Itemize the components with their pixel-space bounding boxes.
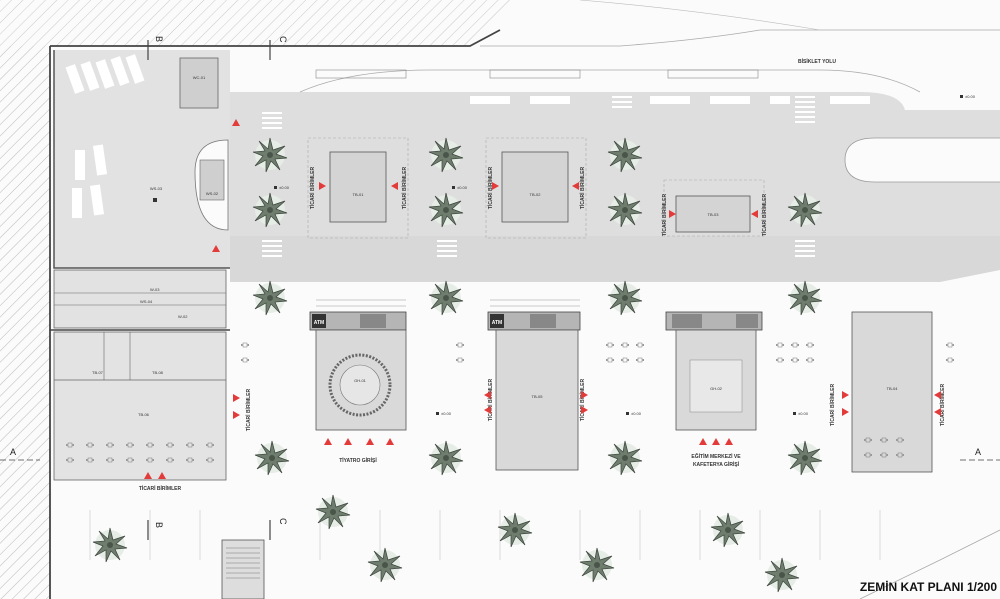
section-label-a-right: A: [975, 447, 981, 457]
wc-row: [53, 269, 227, 329]
svg-text:TİCARİ BİRİMLER: TİCARİ BİRİMLER: [579, 167, 586, 210]
pavilion-2: TB-02 TİCARİ BİRİMLER TİCARİ BİRİMLER: [485, 137, 587, 239]
section-label-c-top: C: [278, 36, 288, 43]
crosswalk-6: [795, 240, 815, 257]
svg-text:TB-01: TB-01: [353, 192, 365, 197]
level-markers: ±0.00 ±0.00 ±0.00 ±0.00 ±0.00 ±0.00: [274, 94, 976, 416]
crosswalk-1: [262, 112, 282, 129]
road-loop: [844, 137, 1000, 183]
section-line-c: C C: [269, 36, 288, 540]
svg-text:TİCARİ BİRİMLER: TİCARİ BİRİMLER: [661, 194, 668, 237]
room-ws-top: WS-03: [150, 186, 163, 191]
core-block-1: ATM: [309, 311, 407, 331]
room-tb08: TB-08: [152, 370, 164, 375]
crosswalk-4: [612, 96, 632, 108]
parking-stalls: [65, 54, 145, 218]
room-ws04: WS-04: [140, 299, 153, 304]
section-line-b: B B: [147, 36, 164, 540]
svg-text:TİCARİ BİRİMLER: TİCARİ BİRİMLER: [939, 384, 946, 427]
core-block-2: ATM: [487, 311, 581, 331]
svg-text:±0.00: ±0.00: [631, 411, 642, 416]
core-block-3: [665, 311, 763, 331]
room-ws-left: WS-02: [206, 191, 219, 196]
svg-text:TB-02: TB-02: [530, 192, 542, 197]
room-wc-top: WC-01: [193, 75, 206, 80]
svg-text:TİCARİ BİRİMLER: TİCARİ BİRİMLER: [487, 379, 494, 422]
education-centre: GH-02 EĞİTİM MERKEZİ VE KAFETERYA GİRİŞİ: [675, 329, 757, 468]
svg-text:±0.00: ±0.00: [441, 411, 452, 416]
pavilion-1: TB-01 TİCARİ BİRİMLER TİCARİ BİRİMLER: [307, 137, 409, 239]
drawing-title: ZEMİN KAT PLANI 1/200: [860, 579, 997, 594]
stair-bottom: [221, 539, 265, 599]
svg-text:GH-02: GH-02: [710, 386, 723, 391]
section-label-b-top: B: [154, 36, 164, 42]
room-tb07: TB-07: [92, 370, 104, 375]
crosswalk-2: [262, 240, 282, 257]
bike-lane-label: BİSİKLET YOLU: [798, 58, 836, 65]
svg-text:TİCARİ BİRİMLER: TİCARİ BİRİMLER: [579, 379, 586, 422]
svg-text:TB-04: TB-04: [887, 386, 899, 391]
atm-label-2: ATM: [492, 320, 502, 326]
svg-text:TİCARİ BİRİMLER: TİCARİ BİRİMLER: [401, 167, 408, 210]
svg-text:±0.00: ±0.00: [965, 94, 976, 99]
svg-text:±0.00: ±0.00: [798, 411, 809, 416]
label-commercial-left: TİCARİ BİRİMLER: [245, 389, 252, 432]
crosswalk-5: [795, 96, 815, 123]
theatre-entrance-label: TİYATRO GİRİŞİ: [339, 457, 377, 464]
bike-racks: [315, 69, 759, 79]
section-line-a: A A: [0, 447, 1000, 461]
svg-text:TİCARİ BİRİMLER: TİCARİ BİRİMLER: [309, 167, 316, 210]
hall-2: TB-05 TİCARİ BİRİMLER TİCARİ BİRİMLER: [484, 329, 588, 471]
svg-text:TİCARİ BİRİMLER: TİCARİ BİRİMLER: [829, 384, 836, 427]
svg-text:±0.00: ±0.00: [457, 185, 468, 190]
svg-text:TB-03: TB-03: [708, 212, 720, 217]
room-w03: W-03: [150, 287, 160, 292]
atm-label-1: ATM: [314, 320, 324, 326]
hall-4: TB-04 TİCARİ BİRİMLER TİCARİ BİRİMLER: [829, 311, 946, 473]
commercial-entrance-label: TİCARİ BİRİMLER: [139, 485, 182, 492]
edu-entrance-label-2: KAFETERYA GİRİŞİ: [693, 461, 740, 468]
section-label-b-bottom: B: [154, 522, 164, 528]
wc-block: [179, 57, 219, 109]
pavilion-3: TB-03 TİCARİ BİRİMLER TİCARİ BİRİMLER: [661, 179, 768, 237]
crosswalk-3: [437, 240, 457, 257]
edu-entrance-label-1: EĞİTİM MERKEZİ VE: [691, 452, 741, 460]
section-label-a-left: A: [10, 447, 16, 457]
section-label-c-bottom: C: [278, 518, 288, 525]
svg-text:TB-05: TB-05: [532, 394, 544, 399]
svg-text:GH-01: GH-01: [354, 378, 367, 383]
theatre-building: GH-01 TİYATRO GİRİŞİ: [315, 329, 407, 464]
room-w02: W-02: [178, 314, 188, 319]
room-tb06: TB-06: [138, 412, 150, 417]
svg-text:TİCARİ BİRİMLER: TİCARİ BİRİMLER: [761, 194, 768, 237]
commercial-block-left: [53, 331, 227, 481]
svg-text:TİCARİ BİRİMLER: TİCARİ BİRİMLER: [487, 167, 494, 210]
svg-text:±0.00: ±0.00: [279, 185, 290, 190]
